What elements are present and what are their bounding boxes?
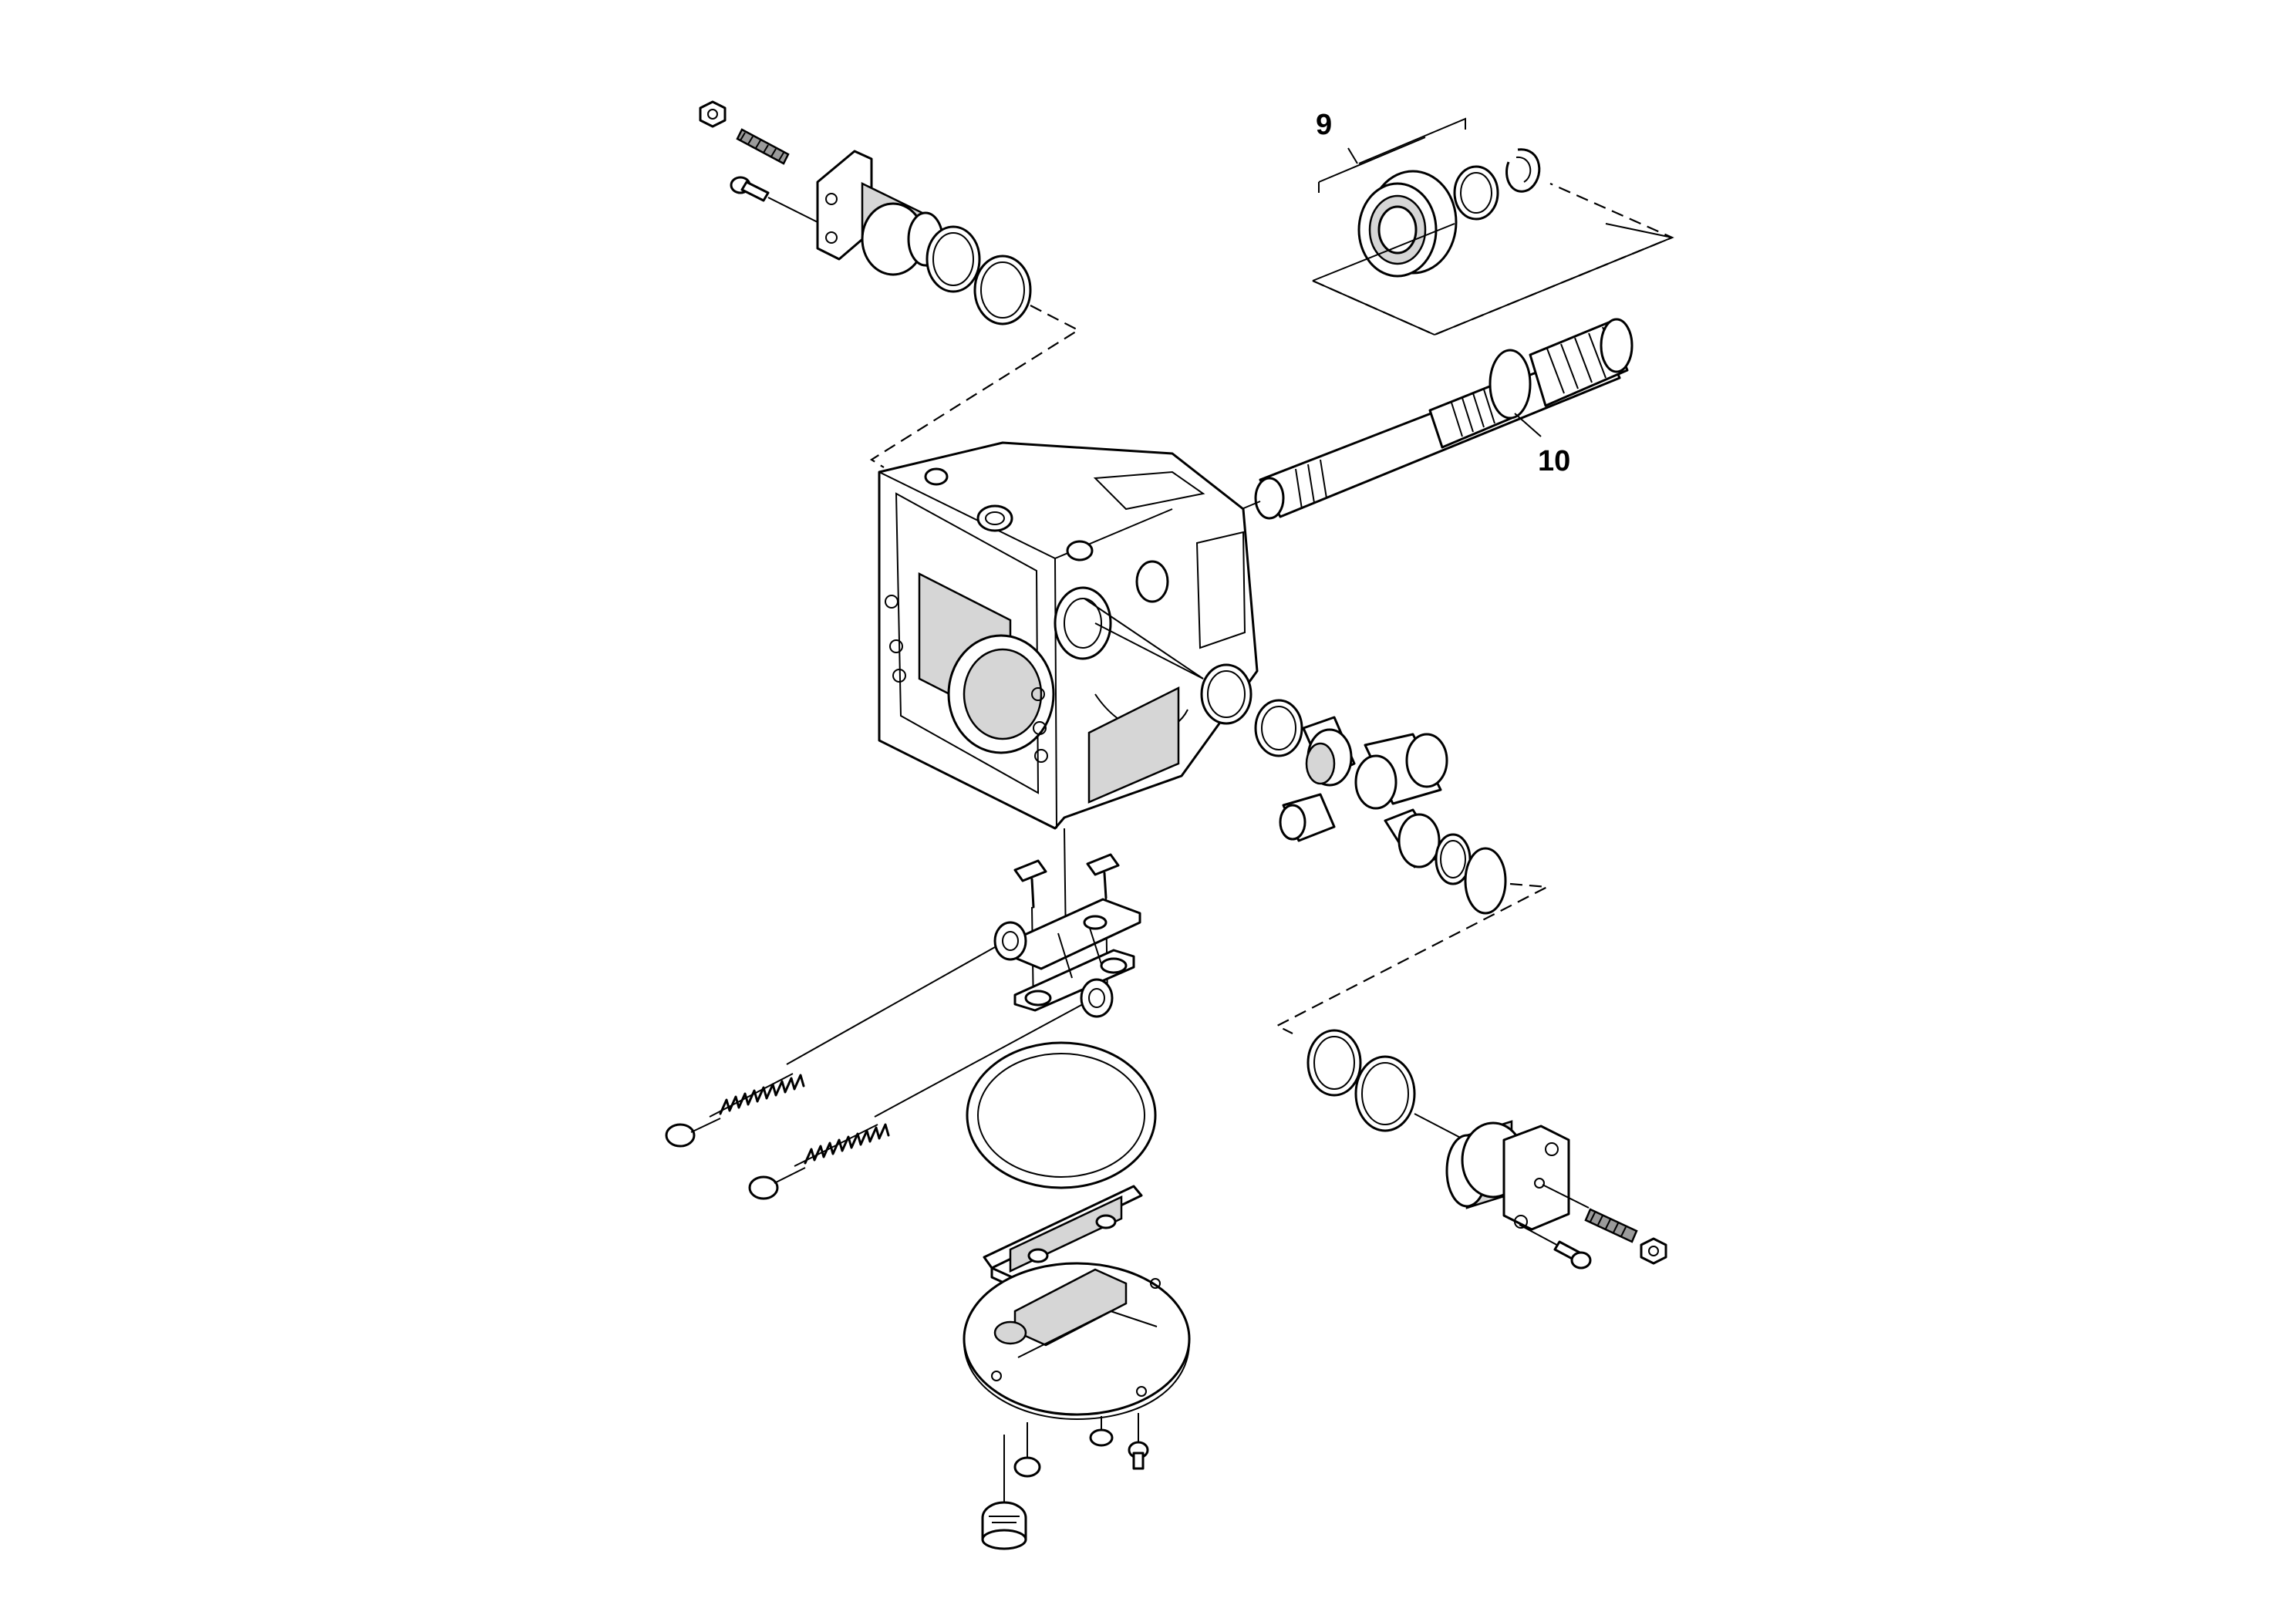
piston-cap: [1279, 793, 1336, 842]
screw-bottom-right: [1128, 1441, 1149, 1470]
o-ring-top-left-1: [925, 225, 981, 293]
o-ring-right-3: [1435, 833, 1472, 885]
bearing-shim-ring: [1453, 165, 1499, 221]
o-ring-right-2: [1254, 699, 1303, 757]
washer-bottom-left: [1013, 1456, 1041, 1478]
nut-top-left: [699, 100, 727, 128]
o-ring-bottom-right-1: [1306, 1029, 1362, 1097]
servo-cylinder-bottom-right: [1445, 1120, 1570, 1231]
plug: [981, 1501, 1027, 1550]
o-ring-top-left-2: [973, 255, 1032, 325]
adjust-screw-left: [993, 921, 1027, 961]
piston-guide: [1302, 716, 1356, 787]
washer-bottom: [1089, 1428, 1114, 1447]
bottom-right-servo-assembly: [1306, 1029, 1667, 1270]
threaded-stud-top-left: [736, 128, 790, 165]
circlip: [1505, 148, 1541, 193]
ball-bearing: [1357, 170, 1458, 278]
spring-upper: [665, 1073, 805, 1148]
spring-lower: [748, 1123, 890, 1200]
bolt-top-left: [730, 176, 770, 202]
drive-shaft: 10: [1241, 318, 1633, 520]
o-ring-right-4: [1464, 847, 1507, 915]
adjust-screw-right: [1080, 978, 1114, 1018]
bearing-kit-group: 9: [1312, 109, 1674, 336]
base-plate: [963, 1262, 1191, 1421]
bolt-bottom-right: [1553, 1240, 1592, 1270]
callout-9: 9: [1316, 109, 1332, 141]
top-left-servo-assembly: [699, 100, 1081, 468]
threaded-stud-bottom-right: [1584, 1208, 1638, 1243]
linkage-assembly: [665, 828, 1191, 1550]
o-ring-bottom-right-2: [1354, 1055, 1416, 1132]
right-piston-assembly: [1094, 622, 1550, 1034]
servo-cylinder-top-left: [816, 150, 944, 276]
pump-housing: [878, 441, 1259, 830]
o-ring-right-1: [1200, 663, 1253, 725]
large-o-ring: [966, 1041, 1157, 1189]
callout-10: 10: [1538, 445, 1570, 477]
lever-bracket: [1003, 898, 1141, 1012]
nut-bottom-right: [1640, 1237, 1667, 1265]
pin-bolt-right: [1086, 853, 1120, 899]
pin-bolt-left: [1013, 859, 1047, 909]
piston: [1354, 733, 1448, 810]
sleeve: [1384, 808, 1444, 868]
